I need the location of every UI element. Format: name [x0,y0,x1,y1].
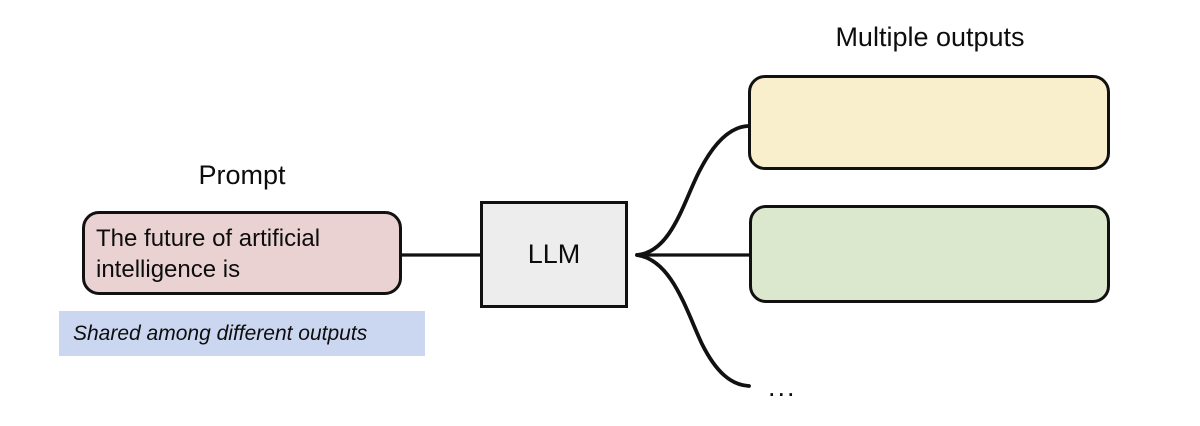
shared-note-text: Shared among different outputs [73,321,368,345]
ellipsis-more-outputs: ... [768,372,797,402]
output-box-2 [749,205,1110,303]
prompt-text: The future of artificial intelligence is [96,225,321,283]
prompt-title: Prompt [198,160,286,190]
output-box-1 [748,75,1110,170]
llm-box: LLM [480,201,628,308]
prompt-box [82,211,402,295]
wire-llm-to-output-1 [635,124,750,257]
llm-label: LLM [527,239,581,269]
shared-note-highlight: Shared among different outputs [59,311,425,356]
wire-llm-to-ellipsis [635,253,751,388]
multiple-outputs-title: Multiple outputs [835,22,1025,52]
